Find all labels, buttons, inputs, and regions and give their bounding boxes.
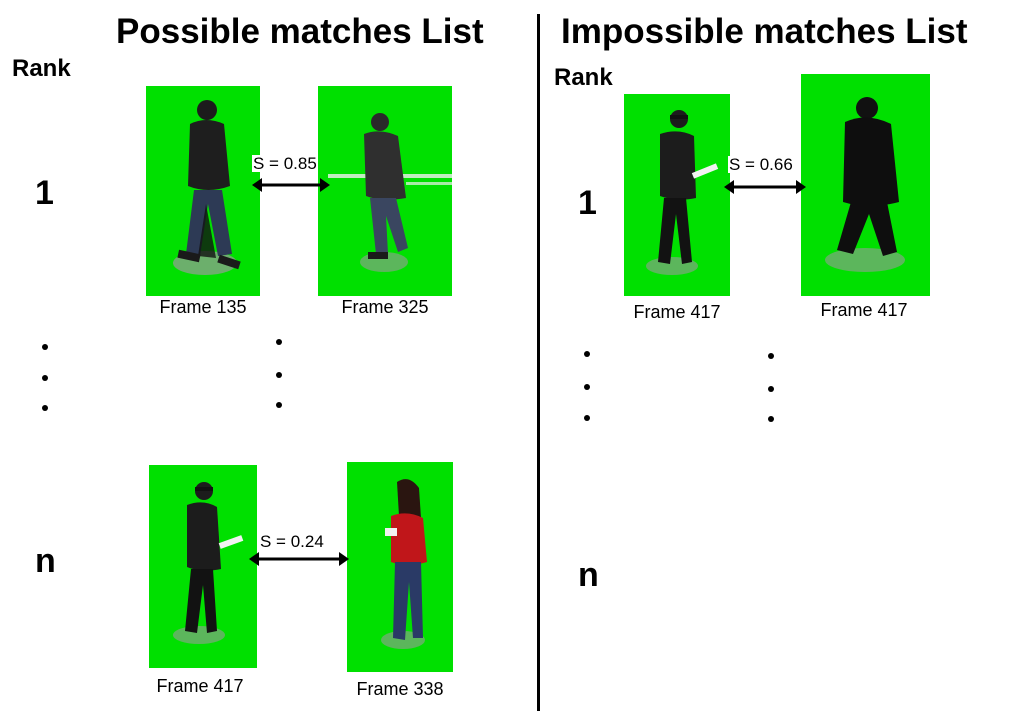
person-frame-image <box>318 86 452 296</box>
rank-n-right: n <box>578 556 599 594</box>
walking-person-figure <box>173 482 244 644</box>
double-arrow <box>252 176 330 194</box>
person-frame-image <box>624 94 730 296</box>
person-frame-image <box>149 465 257 668</box>
rank-n-left: n <box>35 542 56 580</box>
ellipsis-dot <box>768 386 774 392</box>
ellipsis-dot <box>768 353 774 359</box>
rank-1-right: 1 <box>578 184 597 222</box>
ellipsis-dot <box>276 372 282 378</box>
impossible-matches-title: Impossible matches List <box>561 12 968 51</box>
double-arrow <box>249 550 349 568</box>
ellipsis-dot <box>768 416 774 422</box>
ellipsis-dot <box>584 384 590 390</box>
walking-person-figure <box>328 113 452 272</box>
frame-caption: Frame 417 <box>633 302 721 322</box>
ellipsis-dot <box>276 339 282 345</box>
possible-matches-title: Possible matches List <box>116 12 484 51</box>
frame-caption: Frame 325 <box>341 297 429 317</box>
double-arrow-icon <box>724 180 806 194</box>
rank-header-right: Rank <box>554 64 613 91</box>
ellipsis-dot <box>42 405 48 411</box>
double-arrow-icon <box>252 178 330 192</box>
similarity-score: S = 0.85 <box>252 154 318 173</box>
frame-caption: Frame 417 <box>156 676 244 696</box>
double-arrow-icon <box>249 552 349 566</box>
rank-1-left: 1 <box>35 174 54 212</box>
rank-header-left: Rank <box>12 55 71 82</box>
ellipsis-dot <box>42 375 48 381</box>
person-frame-image <box>146 86 260 296</box>
ellipsis-dot <box>276 402 282 408</box>
walking-person-figure <box>646 110 719 275</box>
person-frame-image <box>801 74 930 296</box>
walking-person-figure <box>825 97 905 272</box>
walking-person-figure <box>173 100 241 275</box>
column-divider <box>537 14 540 711</box>
double-arrow <box>724 178 806 196</box>
similarity-score: S = 0.66 <box>728 155 794 174</box>
ellipsis-dot <box>584 351 590 357</box>
frame-caption: Frame 417 <box>820 300 908 320</box>
ellipsis-dot <box>584 415 590 421</box>
frame-caption: Frame 135 <box>159 297 247 317</box>
ellipsis-dot <box>42 344 48 350</box>
similarity-score: S = 0.24 <box>259 532 325 551</box>
person-frame-image <box>347 462 453 672</box>
walking-person-figure <box>381 479 427 649</box>
frame-caption: Frame 338 <box>356 679 444 699</box>
